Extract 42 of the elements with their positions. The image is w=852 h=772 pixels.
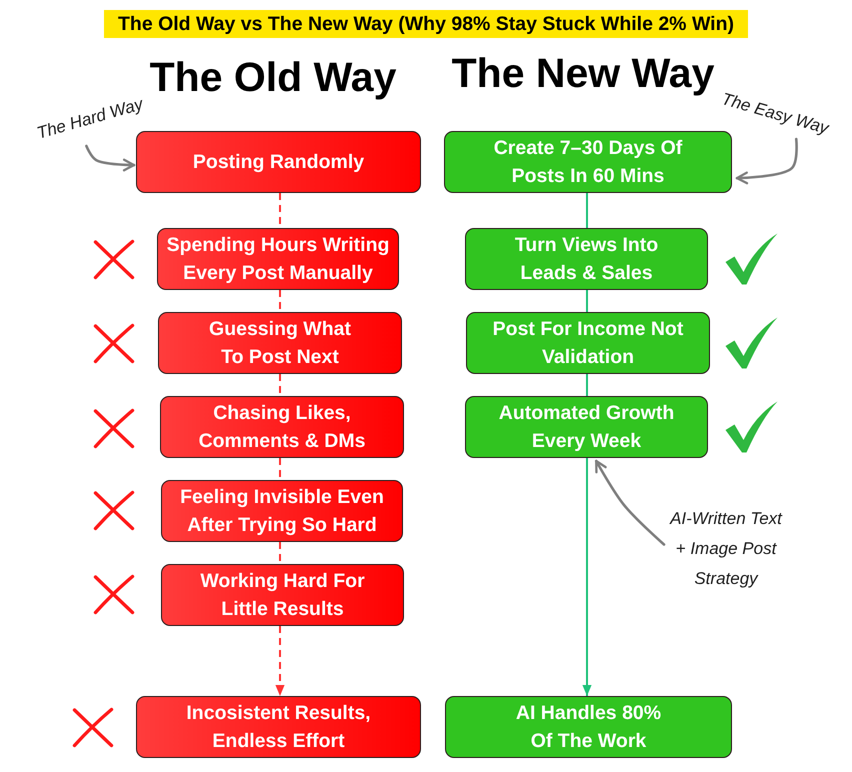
process-box xyxy=(161,480,403,542)
box-label: Create 7–30 Days Of Posts In 60 Mins xyxy=(492,136,684,189)
box-label: Guessing What To Post Next xyxy=(208,317,352,370)
box-label: Incosistent Results, Endless Effort xyxy=(185,701,372,754)
process-box xyxy=(161,564,404,626)
title-banner: The Old Way vs The New Way (Why 98% Stay Stuck While 2% Win) xyxy=(104,10,748,38)
handwritten-note: The Easy Way xyxy=(714,85,836,143)
process-box xyxy=(445,696,732,758)
process-box xyxy=(466,312,710,374)
dashed-connector xyxy=(279,458,281,480)
column-heading: The Old Way xyxy=(150,54,396,100)
box-label: Feeling Invisible Even After Trying So Hard xyxy=(179,485,385,538)
arrow xyxy=(275,626,285,696)
handwritten-note: AI-Written Text + Image Post Strategy xyxy=(666,504,786,594)
process-box xyxy=(136,131,421,193)
box-label: Spending Hours Writing Every Post Manually xyxy=(166,233,390,286)
process-box xyxy=(444,131,732,193)
process-box xyxy=(136,696,421,758)
dashed-connector xyxy=(279,374,281,396)
curved-arrow xyxy=(736,138,798,184)
handwritten-note: The Hard Way xyxy=(28,90,152,148)
curved-arrow xyxy=(594,460,666,546)
connector-line xyxy=(586,192,588,229)
connector-line xyxy=(586,289,588,313)
arrow xyxy=(582,457,592,697)
process-box xyxy=(465,228,708,290)
box-label: Automated Growth Every Week xyxy=(498,401,676,454)
box-label: Post For Income Not Validation xyxy=(492,317,684,370)
process-box xyxy=(158,312,402,374)
box-label: Turn Views Into Leads & Sales xyxy=(514,233,660,286)
dashed-connector xyxy=(279,542,281,564)
process-box xyxy=(157,228,399,290)
process-box xyxy=(465,396,708,458)
process-box xyxy=(160,396,404,458)
box-label: Working Hard For Little Results xyxy=(199,569,366,622)
dashed-connector xyxy=(279,290,281,312)
box-label: Posting Randomly xyxy=(192,150,366,175)
box-label: AI Handles 80% Of The Work xyxy=(514,701,662,754)
column-heading: The New Way xyxy=(452,50,714,96)
connector-line xyxy=(586,373,588,397)
curved-arrow xyxy=(85,144,136,172)
box-label: Chasing Likes, Comments & DMs xyxy=(198,401,366,454)
